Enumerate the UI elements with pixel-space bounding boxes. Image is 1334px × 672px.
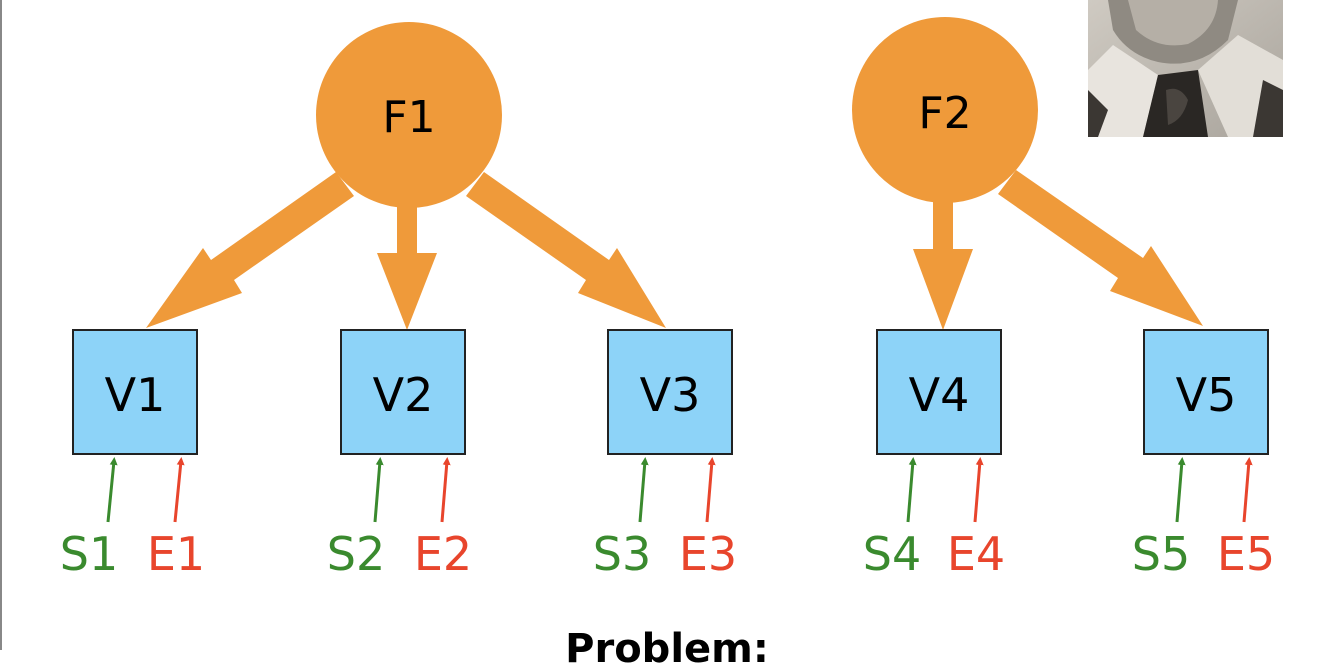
variable-v4-label: V4 [909, 368, 970, 422]
arrow-s3 [638, 457, 649, 523]
variable-v1: V1 [72, 329, 198, 455]
arrow-e2 [440, 457, 451, 523]
factor-f1-circle [316, 22, 502, 208]
arrow-e5 [1242, 457, 1253, 523]
variable-v1-box [72, 329, 198, 455]
arrow-s2 [373, 457, 384, 523]
arrow-f1-v1 [146, 172, 354, 328]
specific-s5-label: S5 [1132, 527, 1190, 581]
arrow-e1 [173, 457, 185, 523]
specific-s4-label: S4 [863, 527, 921, 581]
arrow-f2-v5 [998, 170, 1203, 326]
factor-f2-circle [852, 17, 1038, 203]
arrow-e3 [705, 457, 716, 523]
residual-arrows [106, 457, 1253, 523]
variable-v3-label: V3 [640, 368, 701, 422]
arrow-e4 [973, 457, 984, 523]
factor-diagram: F1 F2 V1 V2 V3 V4 V5 [60, 17, 1275, 581]
variable-v1-label: V1 [105, 368, 166, 422]
variable-v3-box [607, 329, 733, 455]
variable-v2: V2 [340, 329, 466, 455]
variable-v2-label: V2 [373, 368, 434, 422]
specific-s2-label: S2 [327, 527, 385, 581]
error-e2-label: E2 [414, 527, 472, 581]
error-e3-label: E3 [679, 527, 737, 581]
factor-f1-label: F1 [382, 92, 435, 143]
error-e1-label: E1 [147, 527, 205, 581]
arrow-f1-v3 [466, 172, 666, 328]
variable-v4: V4 [876, 329, 1002, 455]
arrow-f1-v2 [377, 202, 437, 330]
variable-v3: V3 [607, 329, 733, 455]
specific-s3-label: S3 [593, 527, 651, 581]
factor-f2-label: F2 [918, 88, 971, 139]
slide-border [0, 0, 2, 650]
error-e4-label: E4 [947, 527, 1005, 581]
specific-s1-label: S1 [60, 527, 118, 581]
portrait-image [1088, 0, 1283, 137]
arrow-s1 [106, 457, 118, 523]
arrow-s5 [1175, 457, 1186, 523]
variable-v5-box [1143, 329, 1269, 455]
variable-v5-label: V5 [1176, 368, 1237, 422]
arrow-f2-v4 [913, 200, 973, 330]
loading-arrows [146, 170, 1203, 330]
error-e5-label: E5 [1217, 527, 1275, 581]
variable-v4-box [876, 329, 1002, 455]
variable-v5: V5 [1143, 329, 1269, 455]
diagram-slide: F1 F2 V1 V2 V3 V4 V5 [0, 0, 1283, 672]
arrow-s4 [906, 457, 917, 523]
footer-problem-text: Problem: [565, 626, 769, 672]
variable-v2-box [340, 329, 466, 455]
portrait-photo [1088, 0, 1283, 137]
